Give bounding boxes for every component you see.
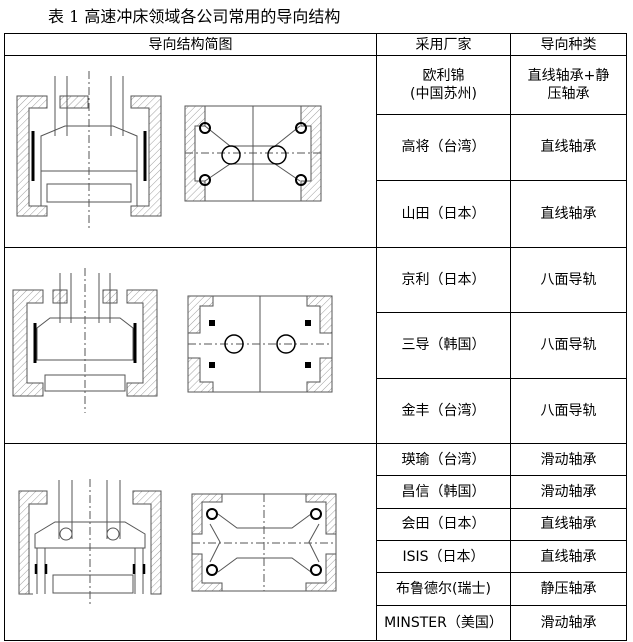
- type-cell: 滑动轴承: [510, 475, 627, 509]
- guide-type-cont: 压轴承: [547, 86, 590, 103]
- maker-cell: 瑛瑜（台湾）: [376, 442, 511, 477]
- maker-region: (中国苏州): [410, 86, 477, 103]
- type-cell: 八面导轨: [510, 312, 627, 379]
- header-maker: 采用厂家: [376, 33, 511, 56]
- type-cell: 直线轴承+静 压轴承: [510, 54, 627, 116]
- type-cell: 直线轴承: [510, 114, 627, 181]
- maker-cell: 金丰（台湾）: [376, 377, 511, 445]
- type-cell: 滑动轴承: [510, 604, 627, 642]
- type-cell: 八面导轨: [510, 377, 627, 445]
- table-row: 高将（台湾） 直线轴承: [5, 114, 627, 181]
- header-diagram: 导向结构简图: [4, 33, 377, 56]
- table-row: 会田（日本） 直线轴承: [5, 507, 627, 541]
- diagram-sliding-bearing: [4, 443, 377, 641]
- maker-name: 欧利锦: [422, 68, 465, 85]
- diagram-octagonal-rail: [4, 247, 377, 444]
- maker-cell: ISIS（日本）: [376, 539, 511, 574]
- table-row: 山田（日本） 直线轴承: [5, 179, 627, 249]
- type-cell: 直线轴承: [510, 539, 627, 574]
- maker-cell: 三导（韩国）: [376, 312, 511, 379]
- header-row: 导向结构简图 采用厂家 导向种类: [4, 33, 627, 56]
- table-row: 欧利锦 (中国苏州) 直线轴承+静 压轴承: [4, 54, 627, 248]
- maker-cell: 欧利锦 (中国苏州): [376, 54, 511, 116]
- table-row: 三导（韩国） 八面导轨: [5, 312, 627, 379]
- guide-structure-table: 导向结构简图 采用厂家 导向种类: [4, 33, 627, 642]
- type-cell: 静压轴承: [510, 572, 627, 606]
- type-cell: 直线轴承: [510, 179, 627, 249]
- type-cell: 滑动轴承: [510, 442, 627, 477]
- maker-cell: 会田（日本）: [376, 507, 511, 541]
- table-caption: 表 1 高速冲床领域各公司常用的导向结构: [48, 7, 341, 26]
- table-row: 京利（日本） 八面导轨: [4, 246, 627, 444]
- maker-cell: 布鲁德尔(瑞士): [376, 572, 511, 606]
- maker-cell: MINSTER（美国）: [376, 604, 511, 642]
- guide-diagram-1: [16, 71, 322, 231]
- type-cell: 八面导轨: [510, 246, 627, 314]
- type-cell: 直线轴承: [510, 507, 627, 541]
- maker-cell: 高将（台湾）: [376, 114, 511, 181]
- diagram-linear-bearing: [4, 55, 377, 248]
- table-row: 瑛瑜（台湾） 滑动轴承: [4, 442, 627, 641]
- maker-cell: 京利（日本）: [376, 246, 511, 314]
- header-type: 导向种类: [510, 33, 627, 56]
- maker-cell: 山田（日本）: [376, 179, 511, 249]
- table-row: MINSTER（美国） 滑动轴承: [5, 604, 627, 642]
- guide-diagram-2: [12, 268, 333, 413]
- table-row: 金丰（台湾） 八面导轨: [5, 377, 627, 445]
- guide-type: 直线轴承+静: [527, 68, 610, 85]
- guide-diagram-3: [18, 479, 337, 604]
- maker-cell: 昌信（韩国）: [376, 475, 511, 509]
- table-row: 昌信（韩国） 滑动轴承: [5, 475, 627, 509]
